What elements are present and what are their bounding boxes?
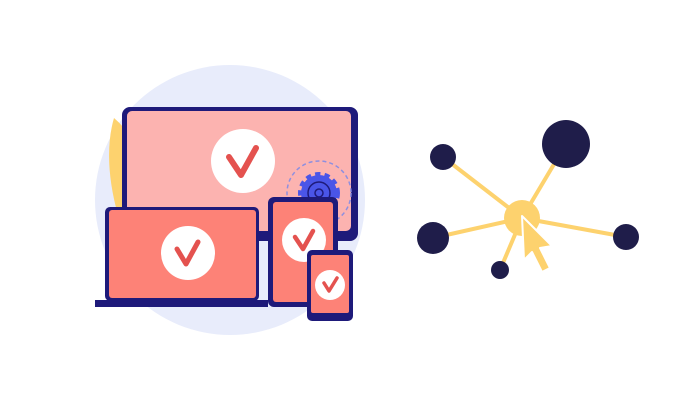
laptop (95, 207, 268, 307)
checkmark-icon (211, 129, 275, 193)
node (542, 120, 590, 168)
devices-illustration (95, 65, 365, 335)
phone (307, 250, 353, 321)
network-nodes-icon (417, 120, 639, 279)
node (417, 222, 449, 254)
checkmark-icon (315, 270, 345, 300)
node (491, 261, 509, 279)
cursor-icon (521, 215, 553, 273)
checkmark-icon (161, 226, 215, 280)
node (613, 224, 639, 250)
node (430, 144, 456, 170)
